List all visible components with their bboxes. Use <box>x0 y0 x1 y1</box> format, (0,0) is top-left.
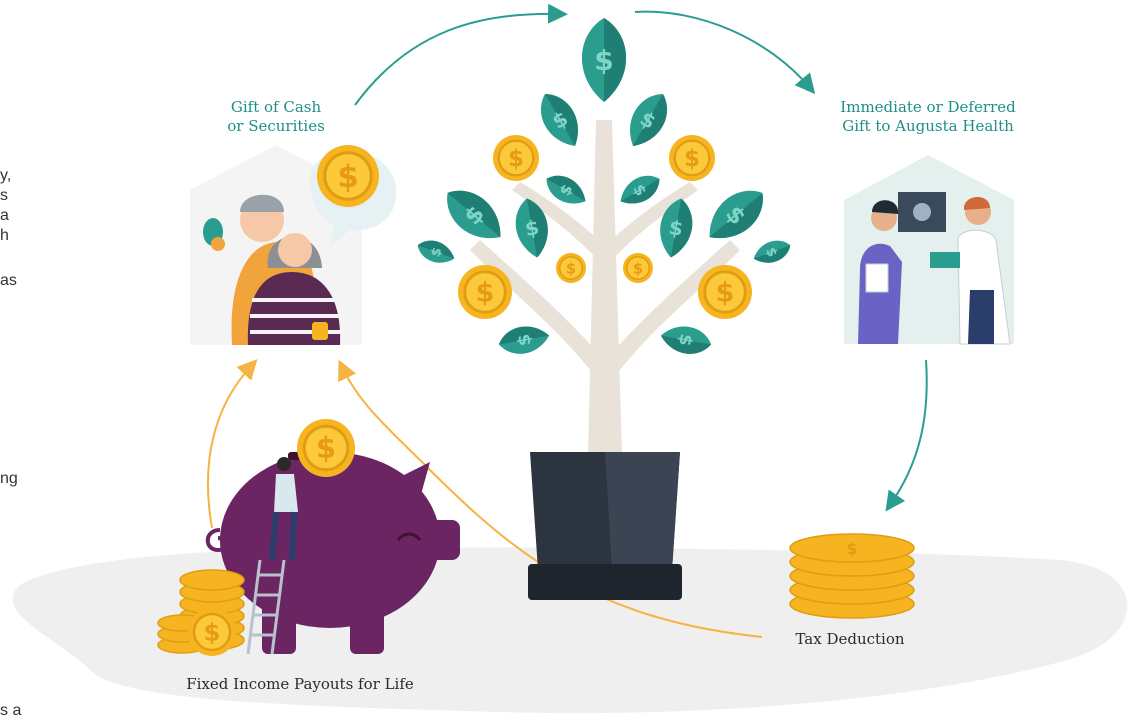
cropped-text-4: h <box>0 227 9 244</box>
piggy-bank-icon <box>205 417 460 655</box>
deferred-label-line2: Gift to Augusta Health <box>842 117 1014 135</box>
arrow-income-to-gift <box>206 359 258 529</box>
ladder-icon <box>246 559 286 655</box>
cropped-text-5: as <box>0 272 17 289</box>
arrow-tax-to-gift <box>338 359 763 638</box>
cropped-text-6: ng <box>0 470 18 487</box>
couple-icon <box>190 145 397 345</box>
arrow-health-to-tax <box>885 359 928 512</box>
deferred-label-line1: Immediate or Deferred <box>840 98 1016 116</box>
tax-deduction-label: Tax Deduction <box>795 630 905 648</box>
cropped-text-1: y, <box>0 167 12 184</box>
arrow-tree-to-health <box>634 10 816 95</box>
doctor-patient-icon <box>844 155 1014 345</box>
person-icon <box>269 457 298 561</box>
money-tree-icon <box>414 18 794 600</box>
svg-text:$: $ <box>846 539 857 558</box>
deferred-gift-label: Immediate or Deferred Gift to Augusta He… <box>810 98 1046 136</box>
cropped-text-3: a <box>0 207 9 224</box>
gift-label-line1: Gift of Cash <box>230 98 322 116</box>
gift-of-cash-label: Gift of Cash or Securities <box>196 98 356 136</box>
gift-label-line2: or Securities <box>227 117 325 135</box>
fixed-income-label: Fixed Income Payouts for Life <box>186 675 414 693</box>
cropped-text-7: s a <box>0 702 22 719</box>
coin-stack-icon: $ <box>789 533 915 619</box>
cropped-text-2: s <box>0 187 8 204</box>
coin-stack-icon <box>157 569 245 658</box>
dollar-coin-icon <box>315 143 381 209</box>
arrow-gift-to-tree <box>354 3 568 106</box>
